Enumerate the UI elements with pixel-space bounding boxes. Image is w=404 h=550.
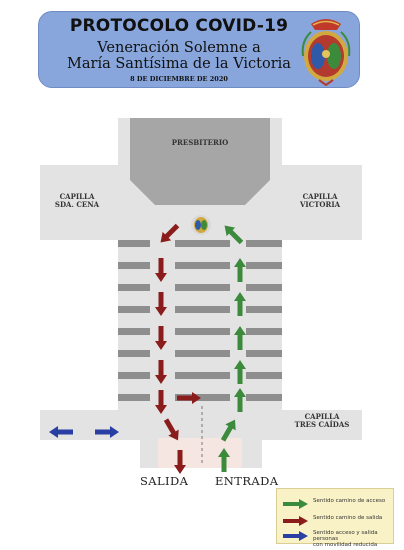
- legend-item-movilidad-reducida: Sentido acceso y salida personas con mov…: [281, 529, 391, 548]
- nave-floor: [40, 118, 362, 468]
- header-date: 8 DE DICIEMBRE DE 2020: [130, 75, 228, 83]
- bench: [175, 328, 230, 335]
- entry-arrow: [234, 360, 246, 384]
- green-arrow-icon: [283, 499, 308, 509]
- reduced-mobility-arrow: [49, 426, 73, 438]
- blue-arrow-icon: [283, 531, 308, 541]
- bench: [175, 350, 230, 357]
- bench: [246, 350, 282, 357]
- exit-arrow: [163, 418, 179, 441]
- bench: [175, 394, 230, 401]
- bench: [118, 350, 150, 357]
- brotherhood-crest-icon: [301, 19, 351, 86]
- header-banner: PROTOCOLO COVID-19 Veneración Solemne a …: [38, 11, 360, 88]
- entry-arrow: [224, 225, 244, 245]
- header-subtitle-line2: María Santísima de la Victoria: [67, 56, 291, 72]
- bench: [175, 284, 230, 291]
- exit-arrow: [177, 392, 201, 404]
- presbiterio-area: [130, 118, 270, 205]
- entry-arrow: [234, 388, 246, 412]
- entry-arrow: [220, 419, 236, 442]
- bench: [246, 284, 282, 291]
- bench: [246, 394, 282, 401]
- benches: [118, 240, 282, 401]
- salida-label: SALIDA: [140, 474, 189, 488]
- exit-arrow: [155, 258, 167, 282]
- exit-arrow: [155, 326, 167, 350]
- bench: [118, 306, 150, 313]
- bench: [175, 240, 230, 247]
- entrance-area: [158, 438, 242, 468]
- red-arrow-icon: [283, 516, 308, 526]
- bench: [118, 262, 150, 269]
- legend: Sentido camino de acceso Sentido camino …: [276, 488, 394, 548]
- bench: [175, 262, 230, 269]
- bench: [246, 372, 282, 379]
- entry-arrow: [234, 292, 246, 316]
- entrada-label: ENTRADA: [215, 474, 279, 488]
- legend-item-acceso: Sentido camino de acceso: [281, 497, 391, 511]
- exit-arrow: [155, 292, 167, 316]
- bench: [175, 372, 230, 379]
- entry-arrow: [234, 258, 246, 282]
- bench: [246, 262, 282, 269]
- bench: [118, 394, 150, 401]
- header-subtitle-line1: Veneración Solemne a: [97, 40, 261, 56]
- exit-arrow: [174, 450, 186, 474]
- bench: [118, 284, 150, 291]
- bench: [118, 240, 150, 247]
- presbiterio-label: PRESBITERIO: [171, 138, 229, 147]
- bench: [175, 306, 230, 313]
- bench: [246, 240, 282, 247]
- bench: [118, 372, 150, 379]
- exit-arrow: [155, 390, 167, 414]
- bench: [246, 328, 282, 335]
- header-title: PROTOCOLO COVID-19: [69, 16, 289, 36]
- flow-arrows: [49, 223, 246, 474]
- bench: [246, 306, 282, 313]
- entry-arrow: [218, 448, 230, 472]
- exit-arrow: [155, 360, 167, 384]
- virgin-image-icon: [191, 215, 211, 235]
- bench: [118, 328, 150, 335]
- legend-item-salida: Sentido camino de salida: [281, 514, 391, 528]
- reduced-mobility-arrow: [95, 426, 119, 438]
- exit-arrow: [160, 223, 180, 243]
- entry-arrow: [234, 326, 246, 350]
